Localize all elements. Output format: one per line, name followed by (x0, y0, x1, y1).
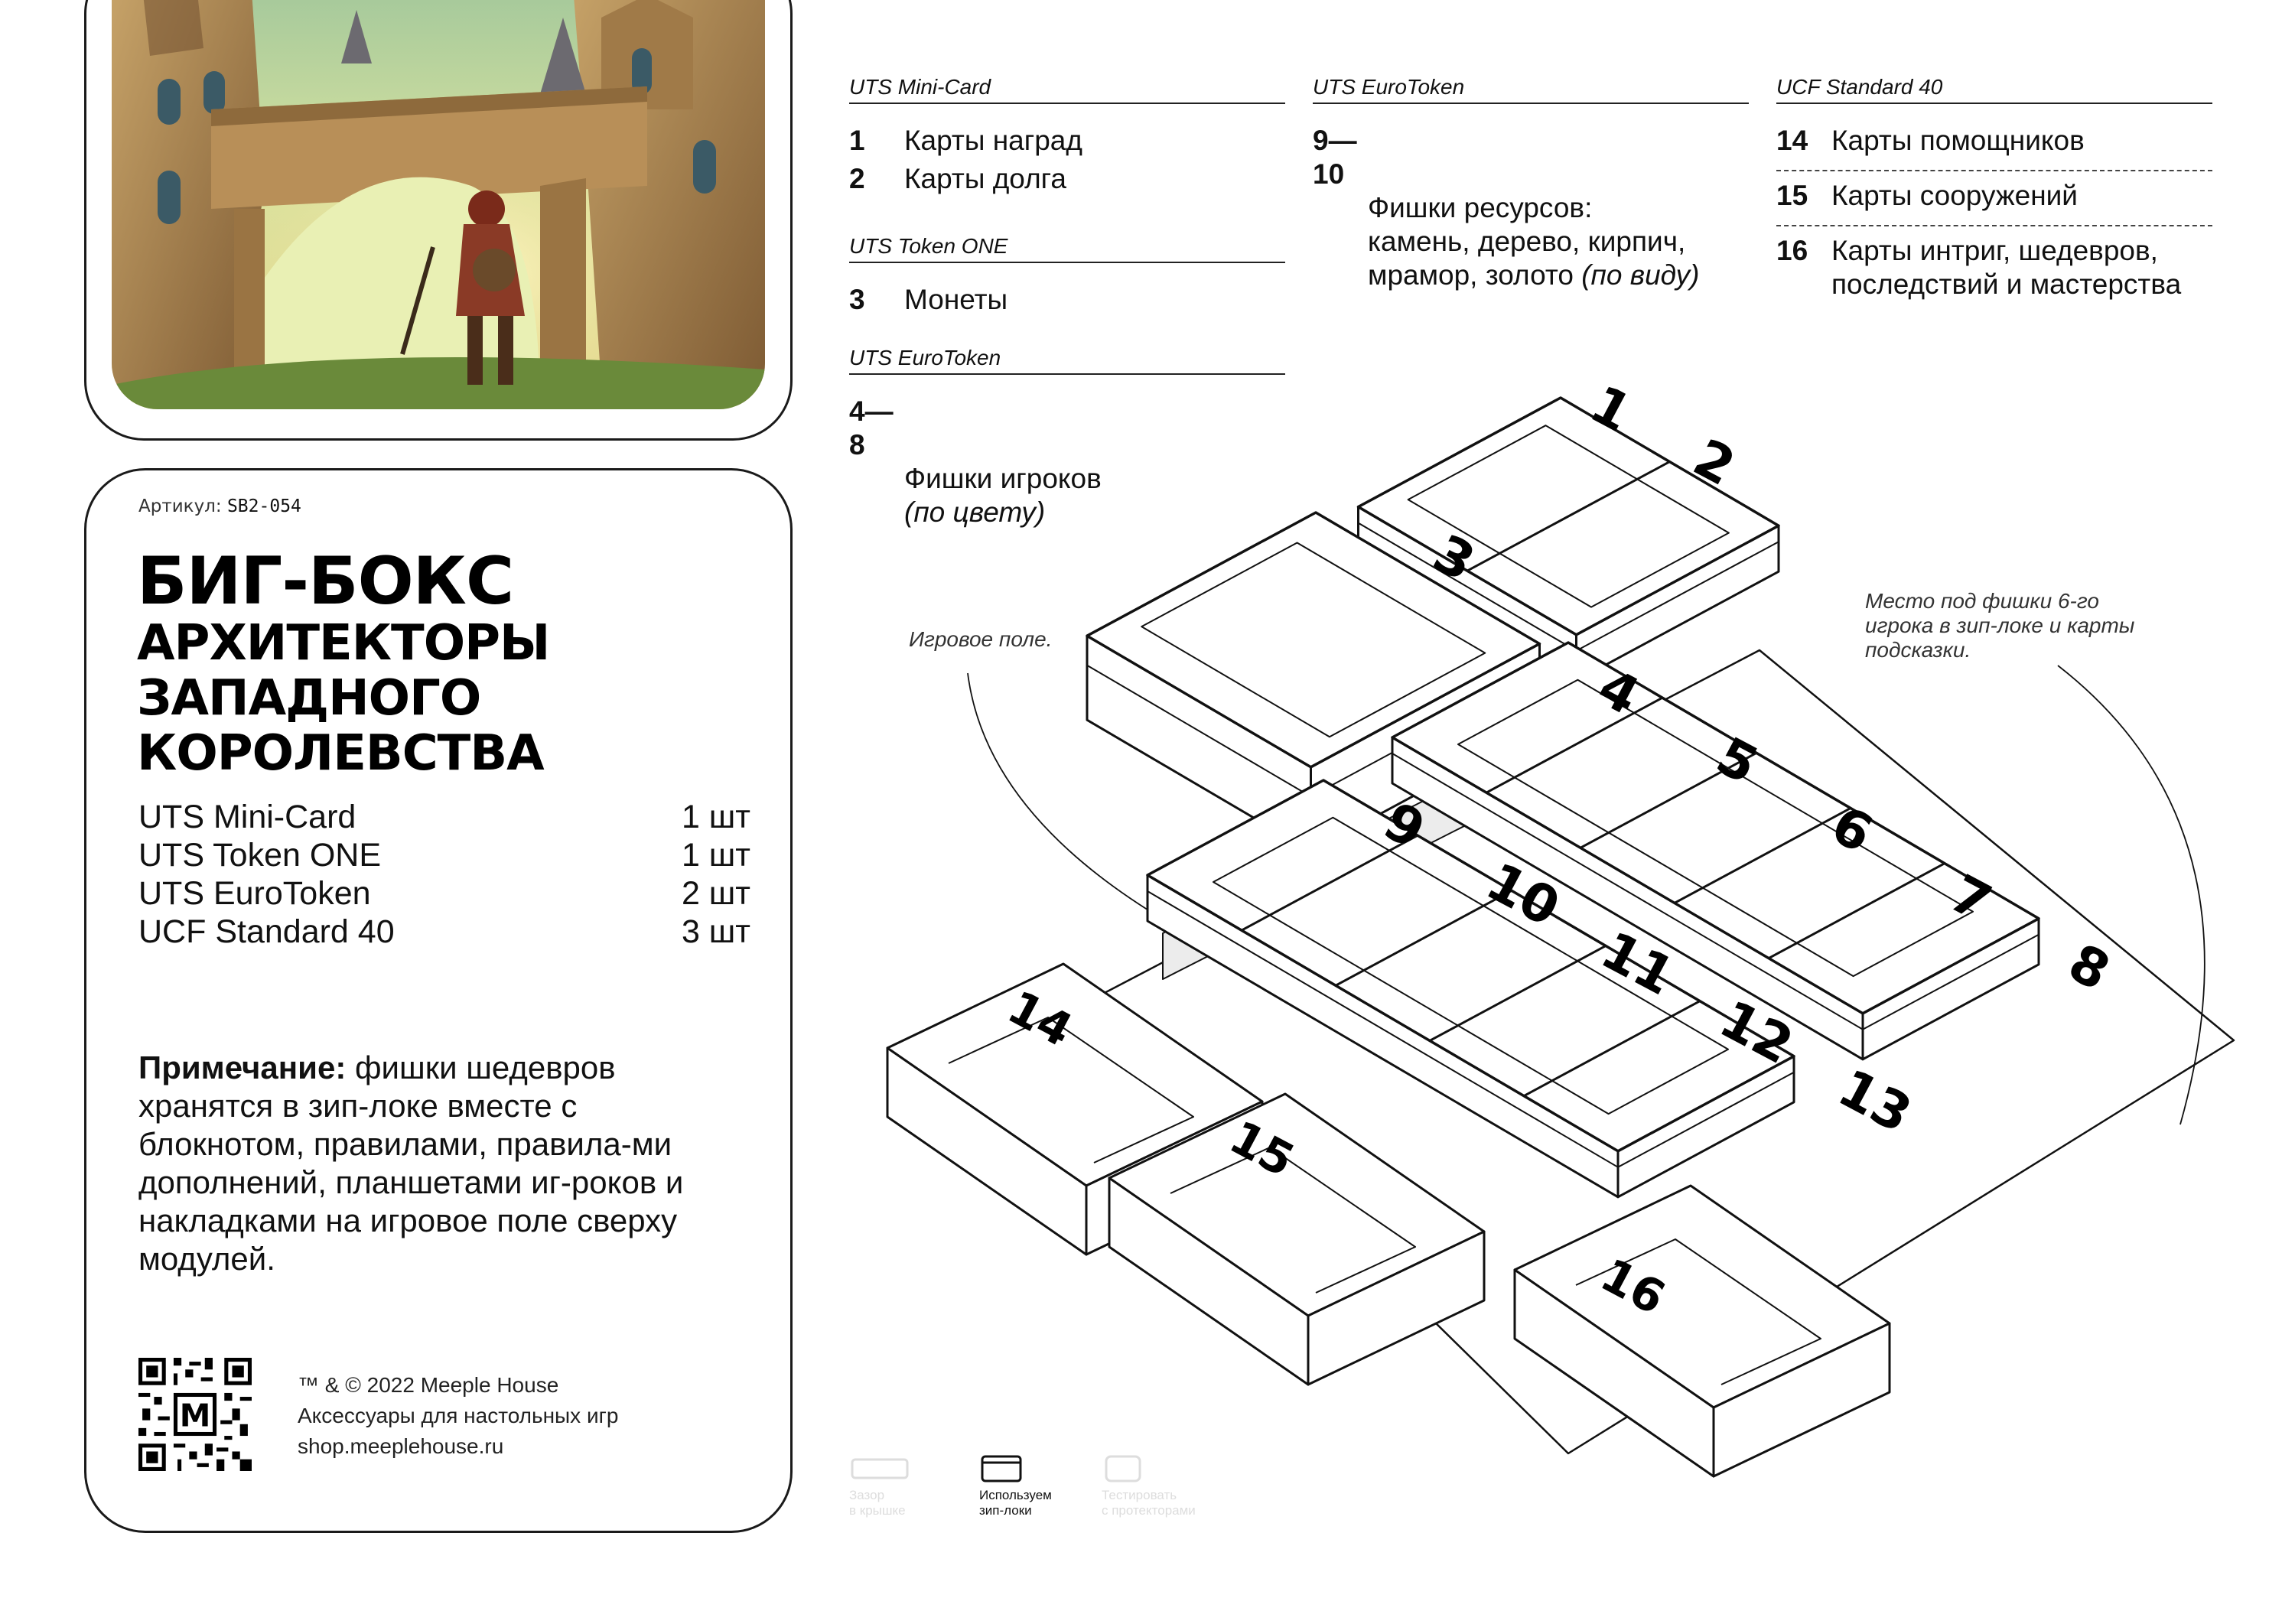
legend-number: 9—10 (1313, 125, 1357, 190)
legend-heading: UTS Mini-Card (849, 75, 1285, 104)
legend-text: Карты долга (904, 163, 1066, 194)
bom-row: UTS Token ONE 1 шт (138, 836, 750, 874)
legend-column-2: UTS EuroToken 9—10 Фишки ресурсов: камен… (1313, 75, 1749, 292)
bom-row: UTS Mini-Card 1 шт (138, 798, 750, 836)
note-text: фишки шедевров хранятся в зип-локе вмест… (138, 1050, 684, 1277)
legend-item: 2 Карты долга (849, 162, 1285, 196)
legend-heading: UTS EuroToken (1313, 75, 1749, 104)
legend-text: Карты сооружений (1831, 180, 2078, 211)
bom-row: UCF Standard 40 3 шт (138, 913, 750, 951)
legend-text: Карты помощников (1831, 125, 2085, 156)
feature-icon-gap: Зазор в крышке (849, 1453, 941, 1518)
legend-number: 1 (849, 125, 865, 156)
sixth-player-annotation: Место под фишки 6-го игрока в зип-локе и… (1865, 589, 2135, 662)
storage-note: Примечание: фишки шедевров хранятся в зи… (138, 1049, 750, 1278)
copyright-block: ™ & © 2022 Meeple House Аксессуары для н… (298, 1370, 618, 1462)
legend-text: Монеты (904, 284, 1008, 315)
sku-label: Артикул: (138, 496, 222, 516)
tray-label-8: 8 (2059, 932, 2119, 1003)
card-holder-15 (1108, 1092, 1486, 1386)
feature-icons: Зазор в крышке Используем зип-локи Тести… (849, 1453, 1278, 1538)
legend-item: 14 Карты помощников (1776, 124, 2212, 158)
title-line-4: КОРОЛЕВСТВА (137, 725, 545, 782)
legend-number: 3 (849, 284, 865, 315)
bom-item-name: UTS Token ONE (138, 837, 382, 874)
note-label: Примечание: (138, 1050, 347, 1085)
bill-of-materials: UTS Mini-Card 1 шт UTS Token ONE 1 шт UT… (138, 798, 750, 951)
legend-number: 15 (1776, 180, 1808, 211)
bom-item-name: UCF Standard 40 (138, 913, 395, 950)
qr-code: M (138, 1358, 252, 1471)
legend-text: Фишки ресурсов: (1368, 192, 1593, 223)
legend-number: 2 (849, 163, 865, 194)
legend-text: Карты интриг, шедевров, (1831, 235, 2158, 266)
legend-text: камень, дерево, кирпич, (1368, 226, 1686, 257)
ziplock-icon (981, 1455, 1022, 1482)
sku-line: Артикул: SB2-054 (138, 496, 301, 516)
product-info-card: Артикул: SB2-054 БИГ-БОКС АРХИТЕКТОРЫ ЗА… (84, 468, 793, 1533)
legend-number: 14 (1776, 125, 1808, 156)
legend-item: 3 Монеты (849, 283, 1285, 317)
legend-number: 16 (1776, 235, 1808, 266)
legend-number: 4—8 (849, 395, 894, 461)
legend-subtext: (по виду) (1581, 259, 1700, 291)
title-line-3: ЗАПАДНОГО (137, 670, 481, 727)
traveler-figure (400, 190, 525, 385)
bom-item-qty: 1 шт (681, 837, 750, 874)
legend-text-block: Фишки игроков (по цвету) (849, 462, 1285, 529)
card-sleeve-icon (1105, 1455, 1141, 1482)
lid-gap-icon (851, 1458, 909, 1479)
copyright-line: ™ & © 2022 Meeple House (298, 1373, 559, 1397)
title-line-2: АРХИТЕКТОРЫ (137, 615, 550, 672)
bom-item-qty: 1 шт (681, 799, 750, 835)
legend-item: 4—8 (849, 395, 1285, 462)
legend-text: мрамор, золото (1368, 259, 1574, 291)
legend-item: 9—10 (1313, 124, 1749, 191)
board-annotation: Игровое поле. (909, 627, 1053, 651)
tray-group (1086, 396, 2040, 1199)
legend-text: Фишки игроков (904, 463, 1102, 494)
legend-divider (1776, 170, 2212, 171)
legend-text-block: Фишки ресурсов: камень, дерево, кирпич, … (1313, 191, 1749, 292)
legend-item: 15 Карты сооружений (1776, 179, 2212, 213)
card-holders (886, 962, 1891, 1478)
tray-label-13: 13 (1828, 1058, 1921, 1145)
castle-bridge-illustration (112, 0, 765, 409)
legend-item: 16 Карты интриг, шедевров,последствий и … (1776, 234, 2212, 301)
legend-text: Карты наград (904, 125, 1082, 156)
shop-link[interactable]: shop.meeplehouse.ru (298, 1434, 504, 1458)
legend-heading: UCF Standard 40 (1776, 75, 2212, 104)
card-holder-16 (1513, 1184, 1891, 1478)
tagline: Аксессуары для настольных игр (298, 1404, 619, 1427)
legend-heading: UTS Token ONE (849, 234, 1285, 263)
legend-column-3: UCF Standard 40 14 Карты помощников 15 К… (1776, 75, 2212, 301)
bom-item-name: UTS Mini-Card (138, 799, 356, 835)
title-line-1: БИГ-БОКС (137, 543, 514, 620)
sixth-player-pointer-line (2057, 665, 2205, 1125)
product-title: БИГ-БОКС АРХИТЕКТОРЫ ЗАПАДНОГО КОРОЛЕВСТ… (137, 543, 550, 782)
legend-heading: UTS EuroToken (849, 346, 1285, 375)
legend-item: 1 Карты наград (849, 124, 1285, 158)
bom-item-qty: 3 шт (681, 913, 750, 950)
legend-text: последствий и мастерства (1831, 268, 2182, 300)
legend-subtext: (по цвету) (904, 496, 1046, 528)
qr-logo: M (180, 1397, 211, 1434)
bom-item-qty: 2 шт (681, 875, 750, 912)
feature-icon-sleeves: Тестировать с протекторами (1102, 1453, 1255, 1518)
legend-column-1: UTS Mini-Card 1 Карты наград 2 Карты дол… (849, 75, 1285, 529)
game-artwork (112, 0, 765, 409)
legend-divider (1776, 225, 2212, 226)
organizer-diagram: 1 2 3 4 5 6 7 8 9 10 11 12 13 14 15 16 (886, 374, 2235, 1478)
bom-item-name: UTS EuroToken (138, 875, 371, 912)
tray-9-13 (1146, 779, 1795, 1199)
feature-icon-ziplock: Используем зип-локи (979, 1453, 1086, 1518)
sku-code: SB2-054 (226, 496, 301, 516)
bom-row: UTS EuroToken 2 шт (138, 874, 750, 913)
artwork-card (84, 0, 793, 441)
tray-4-8 (1391, 641, 2040, 1061)
board-pointer-line (967, 672, 1202, 942)
